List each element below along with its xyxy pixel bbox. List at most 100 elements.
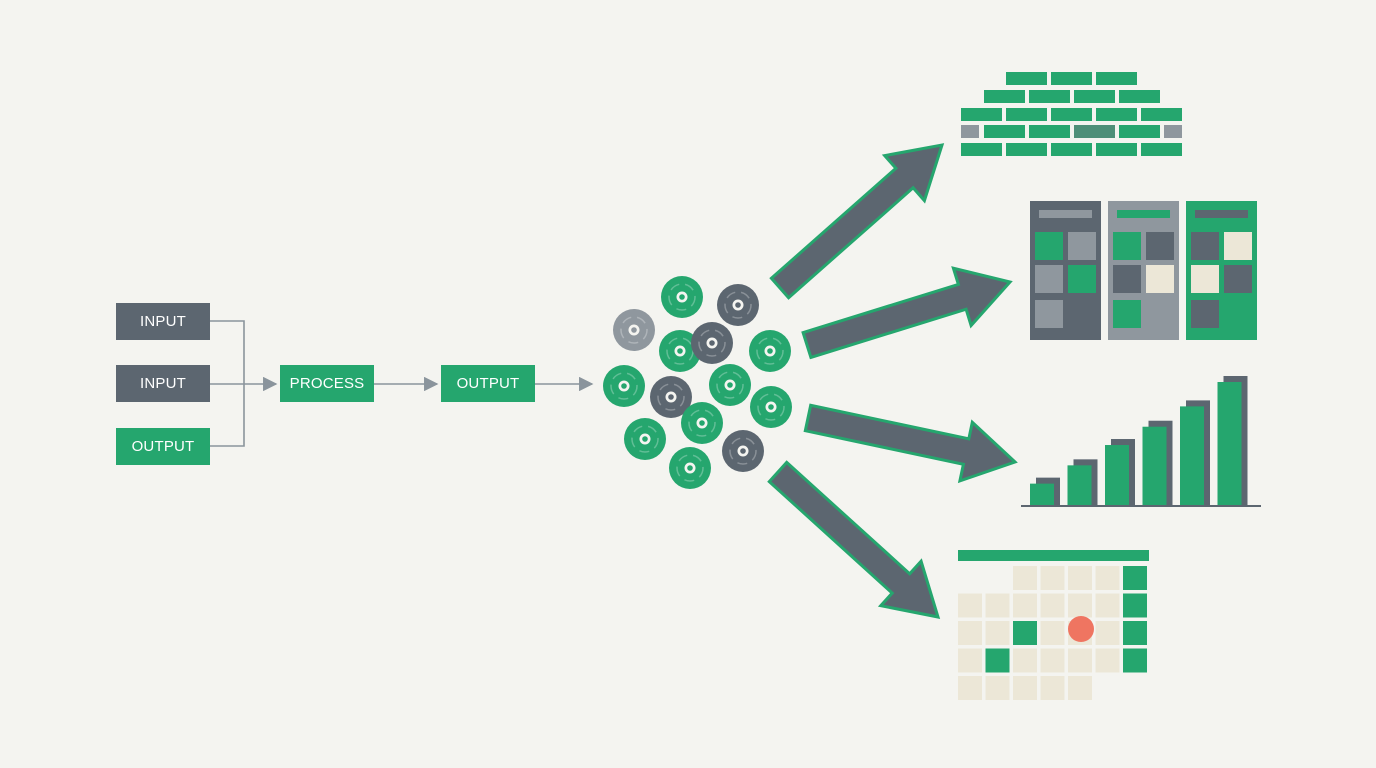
brick <box>1029 125 1070 138</box>
calendar-day <box>1013 648 1037 673</box>
brick <box>1141 108 1182 121</box>
calendar-day <box>985 676 1010 700</box>
kanban-card <box>1191 300 1219 328</box>
brick <box>1141 143 1182 156</box>
disc <box>691 322 733 364</box>
calendar-day <box>985 648 1010 673</box>
kanban-card <box>1035 300 1063 328</box>
disc <box>750 386 792 428</box>
kanban-card <box>1224 232 1252 260</box>
calendar-day <box>1123 593 1147 618</box>
bar <box>1217 382 1242 506</box>
brick <box>1096 143 1137 156</box>
brick <box>1119 125 1160 138</box>
calendar-header-bar <box>958 550 1149 561</box>
process-node: PROCESS <box>280 365 374 402</box>
calendar-day <box>1040 593 1065 618</box>
brick <box>1051 108 1092 121</box>
brick <box>1096 108 1137 121</box>
input-node-2-label: INPUT <box>140 375 186 392</box>
disc <box>624 418 666 460</box>
kanban-column-header <box>1195 210 1248 218</box>
calendar-day <box>1068 648 1092 673</box>
calendar-day <box>1040 676 1065 700</box>
disc <box>709 364 751 406</box>
bar <box>1067 465 1092 506</box>
brick <box>961 108 1002 121</box>
disc <box>717 284 759 326</box>
calendar-day <box>1013 566 1037 590</box>
calendar-day <box>958 676 982 700</box>
calendar-day <box>1095 648 1120 673</box>
fan-out-arrow <box>769 143 945 300</box>
calendar-day <box>1013 593 1037 618</box>
kanban-card <box>1113 300 1141 328</box>
brick <box>961 143 1002 156</box>
kanban-card <box>1191 232 1219 260</box>
kanban-card <box>1035 265 1063 293</box>
kanban-card <box>1113 232 1141 260</box>
brick <box>1006 108 1047 121</box>
kanban-card <box>1146 232 1174 260</box>
brick <box>1164 125 1182 138</box>
brick <box>1029 90 1070 103</box>
bar <box>1030 483 1054 506</box>
calendar-day <box>1123 648 1147 673</box>
calendar-marker-dot <box>1068 616 1094 642</box>
output-node-label: OUTPUT <box>456 375 520 392</box>
disc <box>749 330 791 372</box>
input-node-2: INPUT <box>116 365 210 402</box>
disc <box>613 309 655 351</box>
process-node-label: PROCESS <box>289 375 365 392</box>
calendar-day <box>958 593 982 618</box>
kanban-column-header <box>1039 210 1092 218</box>
calendar-day <box>1068 676 1092 700</box>
output-node-left-label: OUTPUT <box>131 438 195 455</box>
bar <box>1105 445 1129 506</box>
brick <box>1051 72 1092 85</box>
calendar-day <box>1095 566 1120 590</box>
calendar-day <box>1040 648 1065 673</box>
calendar-day <box>1068 593 1092 618</box>
disc <box>681 402 723 444</box>
kanban-card <box>1113 265 1141 293</box>
brick <box>1074 90 1115 103</box>
calendar-day <box>1095 621 1120 645</box>
brick <box>1074 125 1115 138</box>
fan-out-arrow <box>803 403 1018 484</box>
calendar-day <box>1013 621 1037 645</box>
calendar-day <box>1123 621 1147 645</box>
brick <box>1006 143 1047 156</box>
kanban-column-header <box>1117 210 1170 218</box>
calendar-day <box>958 621 982 645</box>
brick <box>984 125 1025 138</box>
disc <box>722 430 764 472</box>
output-node-left: OUTPUT <box>116 428 210 465</box>
calendar-day <box>1123 566 1147 590</box>
kanban-card <box>1035 232 1063 260</box>
disc <box>661 276 703 318</box>
brick <box>1051 143 1092 156</box>
bar <box>1142 426 1167 506</box>
disc <box>669 447 711 489</box>
calendar-day <box>985 621 1010 645</box>
calendar-day <box>985 593 1010 618</box>
disc <box>603 365 645 407</box>
brick <box>961 125 979 138</box>
disc <box>650 376 692 418</box>
kanban-card <box>1224 265 1252 293</box>
calendar-day <box>958 648 982 673</box>
calendar-day <box>1040 566 1065 590</box>
fan-out-arrow <box>767 460 941 619</box>
calendar-day <box>1095 593 1120 618</box>
fan-out-arrow <box>801 266 1013 360</box>
output-node: OUTPUT <box>441 365 535 402</box>
